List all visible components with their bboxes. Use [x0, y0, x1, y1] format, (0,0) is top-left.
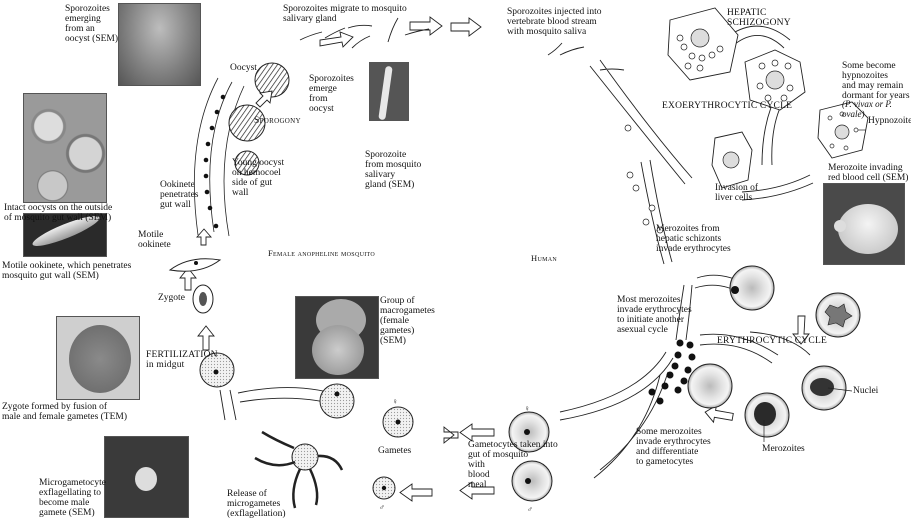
- zygote-shape: [69, 325, 131, 393]
- schizont-body: [810, 378, 834, 396]
- label-merozoites-hepatic: Merozoites from hepatic schizonts invade…: [656, 224, 731, 254]
- label-most-merozoites: Most merozoites invade erythrocytes to i…: [617, 295, 692, 335]
- microgametocyte-shape: [135, 467, 157, 491]
- sporogony-oocyst: [228, 104, 266, 142]
- zygote-nucleus: [199, 292, 207, 306]
- young-oocyst: [234, 150, 260, 176]
- label-sporozoites-emerge: Sporozoites emerge from oocyst: [309, 74, 354, 114]
- arrow-gamete-female-1: [443, 426, 459, 444]
- macrogamete-nucleus: [334, 391, 340, 397]
- photo-microgametocyte: [104, 436, 189, 518]
- macrogamete: [319, 383, 355, 419]
- label-gametes: Gametes: [378, 446, 412, 456]
- label-sporozoite-salivary-sem: Sporozoite from mosquito salivary gland …: [365, 150, 422, 190]
- label-hypnozoites-species: (P. vivax or P. ovale): [842, 99, 892, 119]
- motile-ookinete: [168, 258, 222, 272]
- photo-intact-oocysts: [23, 93, 107, 203]
- label-macrogametes-sem: Group of macrogametes (female gametes) (…: [380, 296, 435, 346]
- label-nuclei: Nuclei: [853, 386, 879, 396]
- segmenter-body: [754, 402, 776, 426]
- arrow-migrate-3: [450, 17, 482, 37]
- hepatic-merozoites: [624, 34, 794, 234]
- photo-sporozoite-salivary: [369, 62, 409, 121]
- arrow-gametocyte-male: [459, 481, 495, 500]
- trophozoite: [824, 303, 853, 328]
- hypnozoite-dots: [827, 111, 859, 151]
- label-exoerythrocytic-cycle: EXOERYTHROCYTIC CYCLE: [662, 101, 793, 111]
- liver-nuclei: [690, 28, 850, 169]
- label-hepatic-schizogony: HEPATIC SCHIZOGONY: [727, 8, 791, 28]
- label-male-symbol-1: ♂: [379, 503, 385, 512]
- label-sporozoites-emerging-oocyst-sem: Sporozoites emerging from an oocyst (SEM…: [65, 4, 119, 44]
- arrow-fertilization-to-zygote: [197, 325, 215, 351]
- arrow-erythro-1: [792, 315, 810, 345]
- label-invasion-liver: Invasion of liver cells: [715, 183, 759, 203]
- arrow-zygote-to-ookinete: [179, 267, 197, 291]
- female-gametocyte-small-nucleus: [395, 419, 401, 425]
- rupturing-rbc: [687, 363, 733, 409]
- nuclei-pointer: [827, 387, 853, 392]
- label-hypnozoites-note: Some become hypnozoites and may remain d…: [842, 61, 910, 101]
- label-sporozoites-injected: Sporozoites injected into vertebrate blo…: [507, 7, 602, 37]
- arrow-migrate-2: [409, 16, 443, 36]
- gut-wall: [193, 77, 245, 237]
- label-female-anopheline-mosquito: Female anopheline mosquito: [268, 248, 375, 258]
- male-gametocyte: [511, 460, 553, 502]
- arrow-ookinete-to-gutwall: [196, 228, 212, 246]
- photo-merozoite-invading: [823, 183, 905, 265]
- label-erythrocytic-cycle: ERYTHROCYTIC CYCLE: [717, 336, 827, 346]
- label-intact-oocysts-sem: Intact oocysts on the outside of mosquit…: [4, 203, 113, 223]
- label-sporozoites-migrate: Sporozoites migrate to mosquito salivary…: [283, 4, 407, 24]
- photo-macrogametes: [295, 296, 379, 379]
- microgamete-flagella: [254, 430, 344, 509]
- label-young-oocyst: Young oocyst on hemocoel side of gut wal…: [232, 158, 285, 198]
- oocyst-mature: [254, 62, 290, 98]
- fertilization-nucleus: [213, 369, 219, 375]
- arrow-migrate-1: [319, 31, 354, 48]
- ookinete-nucleus: [194, 261, 198, 265]
- photo-motile-ookinete: [23, 213, 107, 257]
- label-some-merozoites: Some merozoites invade erythrocytes and …: [636, 427, 711, 467]
- gut-wall-nuclei: [203, 94, 226, 229]
- label-female-symbol-2: ♀: [524, 404, 530, 413]
- label-sporogony: Sporogony: [254, 116, 301, 126]
- rbc-invasion-merozoite: [731, 286, 739, 294]
- label-motile-ookinete: Motile ookinete: [138, 230, 171, 250]
- label-hypnozoites: Hypnozoites: [868, 116, 911, 126]
- label-fertilization: FERTILIZATION in midgut: [146, 350, 218, 370]
- female-gametocyte-nucleus: [524, 429, 530, 435]
- label-zygote-tem: Zygote formed by fusion of male and fema…: [2, 402, 128, 422]
- photo-zygote: [56, 316, 140, 400]
- label-release-microgametes: Release of microgametes (exflagellation): [227, 489, 286, 519]
- male-gametocyte-nucleus: [525, 478, 531, 484]
- label-motile-ookinete-sem: Motile ookinete, which penetrates mosqui…: [2, 261, 132, 281]
- label-human: Human: [531, 253, 557, 263]
- label-ookinete-penetrates: Ookinete penetrates gut wall: [160, 180, 199, 210]
- photo-sporozoites-emerging: [118, 3, 201, 86]
- rbc-shape: [838, 204, 898, 254]
- arrow-erythro-3: [704, 404, 734, 424]
- label-merozoite-invading-sem: Merozoite invading red blood cell (SEM): [828, 163, 909, 183]
- male-gametocyte-small-nucleus: [381, 485, 387, 491]
- label-male-symbol-2: ♂: [527, 505, 533, 514]
- label-microgametocyte-sem: Microgametocyte exflagellating to become…: [39, 478, 107, 518]
- arrow-gametocyte-female: [459, 423, 495, 442]
- label-oocyst: Oocyst: [230, 63, 257, 73]
- label-female-symbol-1: ♀: [392, 397, 398, 406]
- arrow-gamete-male: [399, 483, 433, 502]
- label-merozoites: Merozoites: [762, 444, 805, 454]
- label-zygote: Zygote: [158, 293, 185, 303]
- arrow-sporogony: [255, 90, 273, 108]
- label-gametocytes-taken: Gametocytes taken into gut of mosquito w…: [468, 440, 558, 490]
- rbc-invasion: [729, 265, 775, 311]
- curved-arrows: [219, 25, 814, 479]
- merozoite-shape: [834, 220, 846, 232]
- sporozoites: [299, 17, 625, 71]
- exflagellating-cell: [291, 443, 319, 471]
- macrogamete-shape-2: [312, 325, 364, 375]
